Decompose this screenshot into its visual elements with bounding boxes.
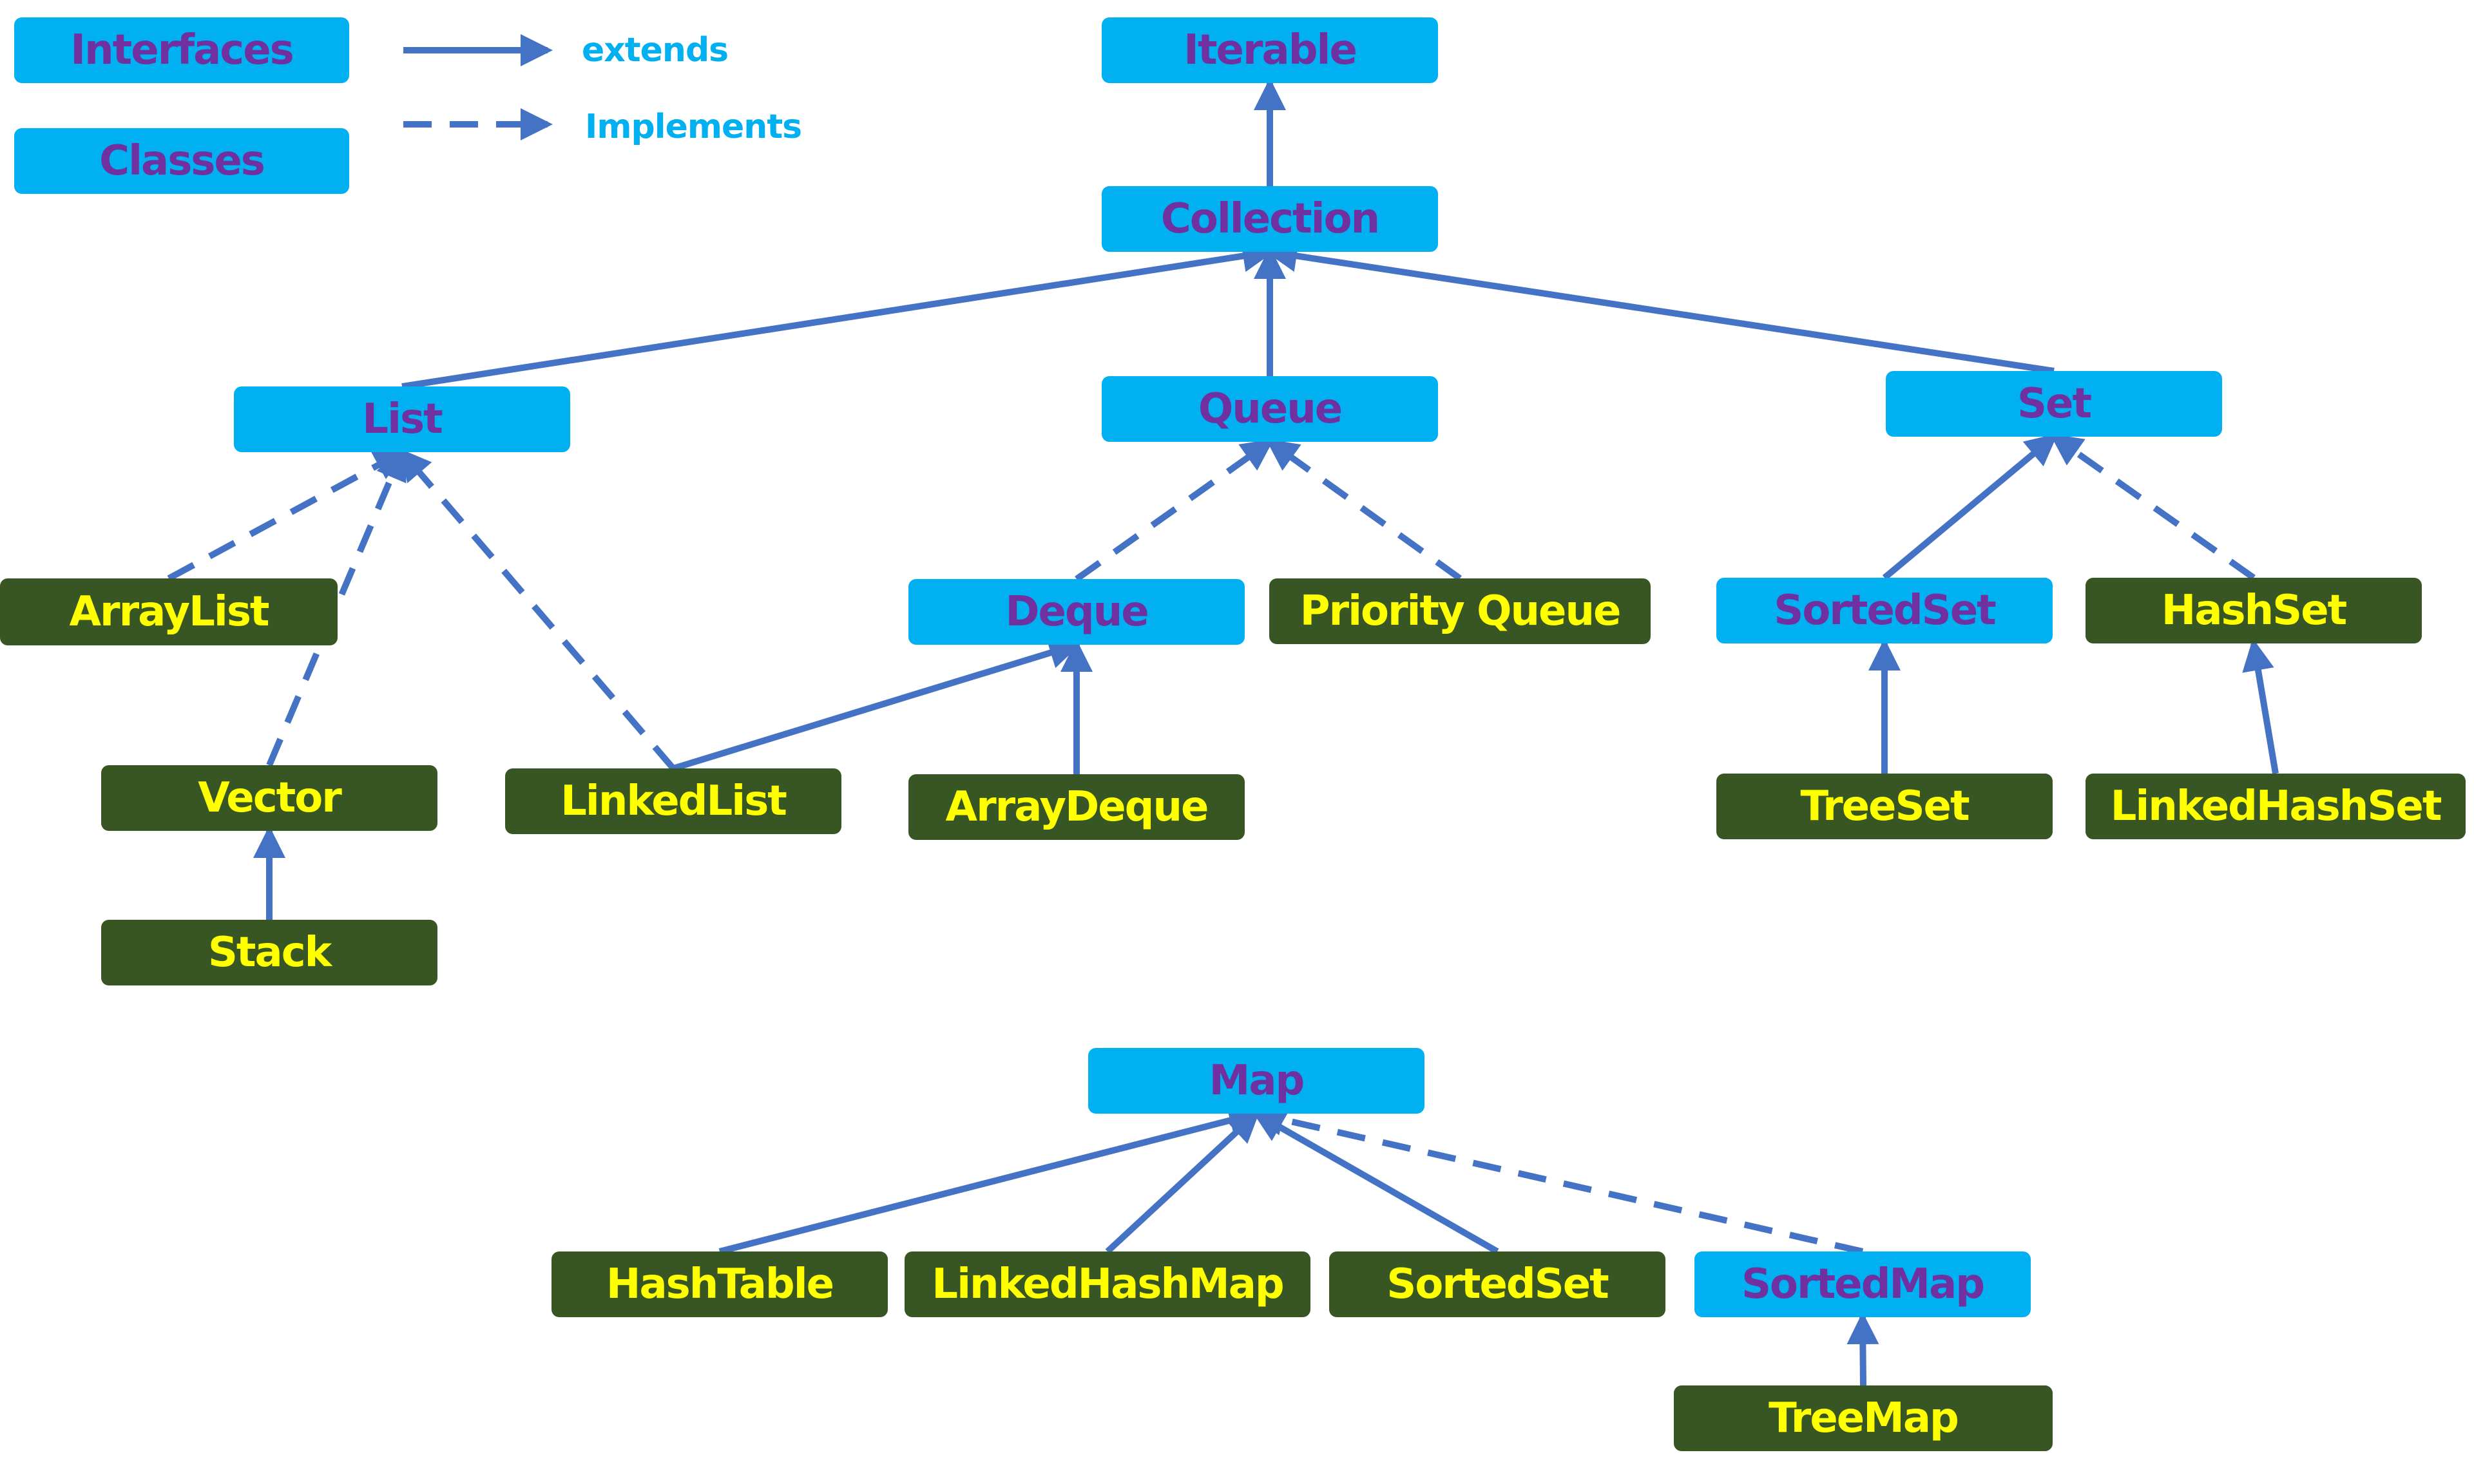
node-queue-label: Queue — [1198, 385, 1343, 433]
edge-priorityqueue-to-queue — [1265, 439, 1462, 582]
node-map: Map — [1088, 1048, 1424, 1114]
edge-vector-to-list — [266, 447, 407, 766]
node-priority-queue-label: Priority Queue — [1299, 587, 1622, 635]
node-arraylist: ArrayList — [0, 578, 338, 645]
node-collection-label: Collection — [1160, 195, 1380, 243]
edge-sortedmap-to-map — [1251, 1103, 1864, 1255]
node-deque-label: Deque — [1005, 588, 1149, 636]
node-sortedset: SortedSet — [1716, 578, 2053, 643]
node-hashset: HashSet — [2086, 578, 2422, 643]
legend-implements-label: Implements — [585, 108, 802, 146]
node-linkedhashset: LinkedHashSet — [2086, 774, 2466, 839]
node-iterable-label: Iterable — [1184, 26, 1357, 74]
node-linkedhashset-label: LinkedHashSet — [2110, 783, 2442, 830]
edge-linkedhashset-to-hashset — [2242, 638, 2279, 774]
node-hashtable-label: HashTable — [606, 1260, 834, 1308]
node-list: List — [234, 386, 570, 452]
node-treemap-label: TreeMap — [1769, 1394, 1959, 1442]
node-stack: Stack — [101, 920, 437, 985]
edge-set-to-collection — [1265, 240, 2055, 374]
legend-classes-box: Classes — [14, 128, 349, 194]
legend-classes-label: Classes — [99, 137, 265, 185]
legend-interfaces-label: Interfaces — [70, 26, 294, 74]
edge-hashtable-to-map — [718, 1105, 1261, 1255]
node-iterable: Iterable — [1102, 17, 1438, 83]
node-treemap: TreeMap — [1674, 1385, 2053, 1451]
node-sortedset-map-child-label: SortedSet — [1386, 1260, 1609, 1308]
legend-interfaces-box: Interfaces — [14, 17, 349, 83]
node-treeset: TreeSet — [1716, 774, 2053, 839]
node-deque: Deque — [908, 579, 1245, 645]
node-linkedlist-label: LinkedList — [561, 777, 787, 825]
node-collection: Collection — [1102, 186, 1438, 252]
node-sortedmap-label: SortedMap — [1741, 1260, 1985, 1308]
node-vector-label: Vector — [198, 774, 341, 822]
node-map-label: Map — [1209, 1057, 1305, 1105]
node-sortedset-map-child: SortedSet — [1329, 1251, 1665, 1317]
node-set: Set — [1886, 371, 2222, 437]
node-hashtable: HashTable — [551, 1251, 888, 1317]
node-sortedset-label: SortedSet — [1774, 587, 1997, 634]
node-set-label: Set — [2017, 380, 2092, 428]
node-arraylist-label: ArrayList — [69, 588, 270, 636]
node-arraydeque: ArrayDeque — [908, 774, 1245, 840]
node-stack-label: Stack — [207, 929, 332, 976]
node-treeset-label: TreeSet — [1800, 783, 1970, 830]
edge-linkedlist-to-deque — [672, 637, 1082, 772]
edge-linkedlist-to-list — [398, 448, 676, 771]
edge-linkedhashmap-to-map — [1105, 1110, 1260, 1254]
node-linkedlist: LinkedList — [505, 768, 841, 834]
node-linkedhashmap-label: LinkedHashMap — [932, 1260, 1284, 1308]
node-priority-queue: Priority Queue — [1269, 578, 1651, 644]
edge-hashset-to-set — [2049, 433, 2256, 581]
node-arraydeque-label: ArrayDeque — [945, 783, 1209, 831]
node-hashset-label: HashSet — [2161, 587, 2347, 634]
node-linkedhashmap: LinkedHashMap — [905, 1251, 1310, 1317]
node-queue: Queue — [1102, 376, 1438, 442]
edge-list-to-collection — [401, 240, 1275, 390]
edge-sortedset-to-set — [1882, 433, 2058, 580]
legend-extends-label: extends — [582, 31, 729, 70]
edge-deque-to-queue — [1075, 439, 1274, 582]
node-list-label: List — [362, 395, 443, 443]
node-sortedmap: SortedMap — [1694, 1251, 2031, 1317]
node-vector: Vector — [101, 765, 437, 831]
edge-arraylist-to-list — [167, 449, 407, 582]
edge-sortedset_map-to-map — [1252, 1110, 1499, 1255]
